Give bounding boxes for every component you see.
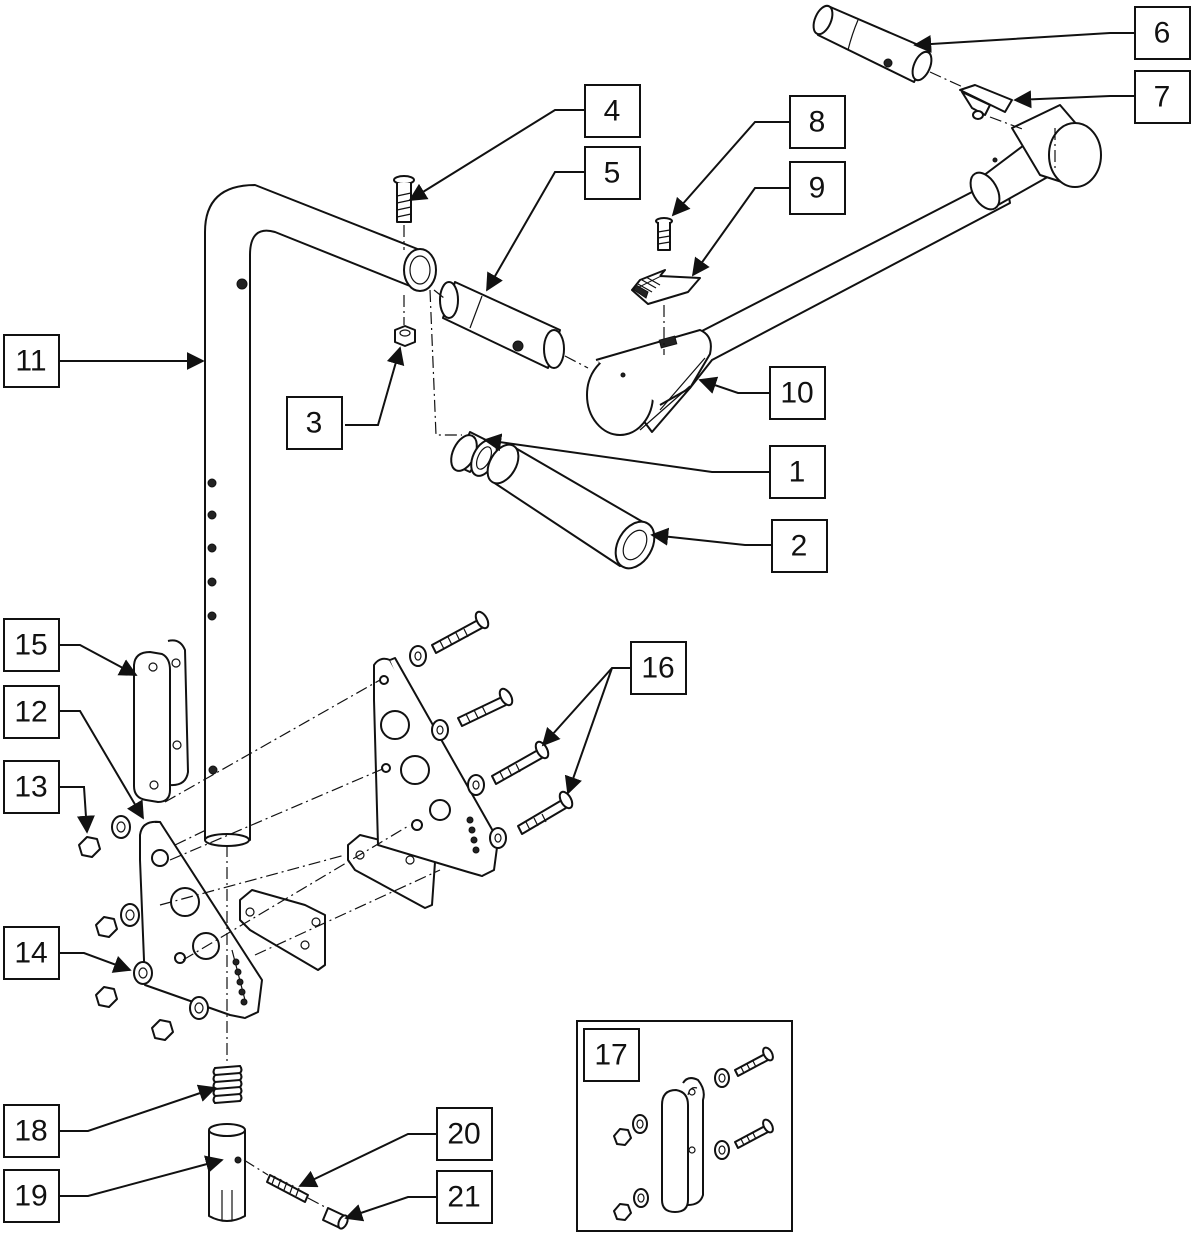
hinge-pin-6	[812, 4, 933, 83]
callout-11: 11	[3, 334, 60, 388]
callout-9: 9	[789, 161, 846, 215]
callout-7: 7	[1134, 70, 1191, 124]
bracket-plate-15	[133, 639, 189, 803]
latch-7	[959, 84, 1013, 120]
svg-text:19: 19	[14, 1180, 47, 1213]
svg-text:6: 6	[1154, 17, 1171, 50]
side-plate-right	[373, 657, 499, 877]
callout-1: 1	[769, 445, 826, 499]
callout-16: 16	[630, 641, 687, 695]
svg-text:3: 3	[306, 407, 323, 440]
svg-text:4: 4	[604, 95, 621, 128]
svg-text:11: 11	[15, 345, 46, 378]
spacer-blocks	[239, 834, 436, 971]
frame-tube	[204, 184, 437, 847]
threaded-pin-20	[266, 1174, 309, 1203]
sleeve-19	[208, 1123, 246, 1222]
callout-14: 14	[3, 926, 60, 980]
svg-text:7: 7	[1154, 81, 1171, 114]
callout-17: 17	[583, 1028, 640, 1082]
assembly-lines	[159, 679, 441, 1065]
svg-text:18: 18	[14, 1115, 47, 1148]
callout-20: 20	[436, 1107, 493, 1161]
svg-text:2: 2	[791, 530, 808, 563]
spring-18	[212, 1065, 243, 1104]
svg-text:20: 20	[447, 1118, 480, 1151]
callout-19: 19	[3, 1169, 60, 1223]
svg-text:5: 5	[604, 157, 621, 190]
swing-arm-10	[586, 104, 1102, 436]
svg-text:9: 9	[809, 172, 826, 205]
leader-lines	[58, 32, 1135, 1222]
callout-3: 3	[286, 396, 343, 450]
callout-8: 8	[789, 95, 846, 149]
svg-text:10: 10	[780, 377, 813, 410]
callout-6: 6	[1134, 6, 1191, 60]
svg-text:8: 8	[809, 106, 826, 139]
callout-13: 13	[3, 760, 60, 814]
svg-text:14: 14	[14, 937, 47, 970]
plug-21	[322, 1207, 349, 1230]
svg-text:1: 1	[789, 456, 806, 489]
svg-text:21: 21	[447, 1181, 480, 1214]
callout-4: 4	[584, 84, 641, 138]
svg-text:16: 16	[641, 652, 674, 685]
callout-5: 5	[584, 146, 641, 200]
callout-21: 21	[436, 1170, 493, 1224]
svg-text:12: 12	[14, 696, 47, 729]
screw-8	[655, 217, 673, 251]
tube-insert-5	[439, 281, 565, 369]
screw-4	[393, 175, 415, 223]
nuts-and-washers-left	[78, 815, 209, 1041]
callout-10: 10	[769, 366, 826, 420]
svg-text:17: 17	[594, 1039, 627, 1072]
side-plate-12	[139, 820, 263, 1019]
svg-text:15: 15	[14, 629, 47, 662]
callout-18: 18	[3, 1104, 60, 1158]
roller-2	[486, 443, 656, 570]
callout-15: 15	[3, 618, 60, 672]
clamp-9	[631, 269, 701, 305]
nut-3	[394, 325, 416, 347]
callout-12: 12	[3, 685, 60, 739]
svg-text:13: 13	[14, 771, 47, 804]
callout-2: 2	[771, 519, 828, 573]
bolts-16	[409, 610, 574, 849]
